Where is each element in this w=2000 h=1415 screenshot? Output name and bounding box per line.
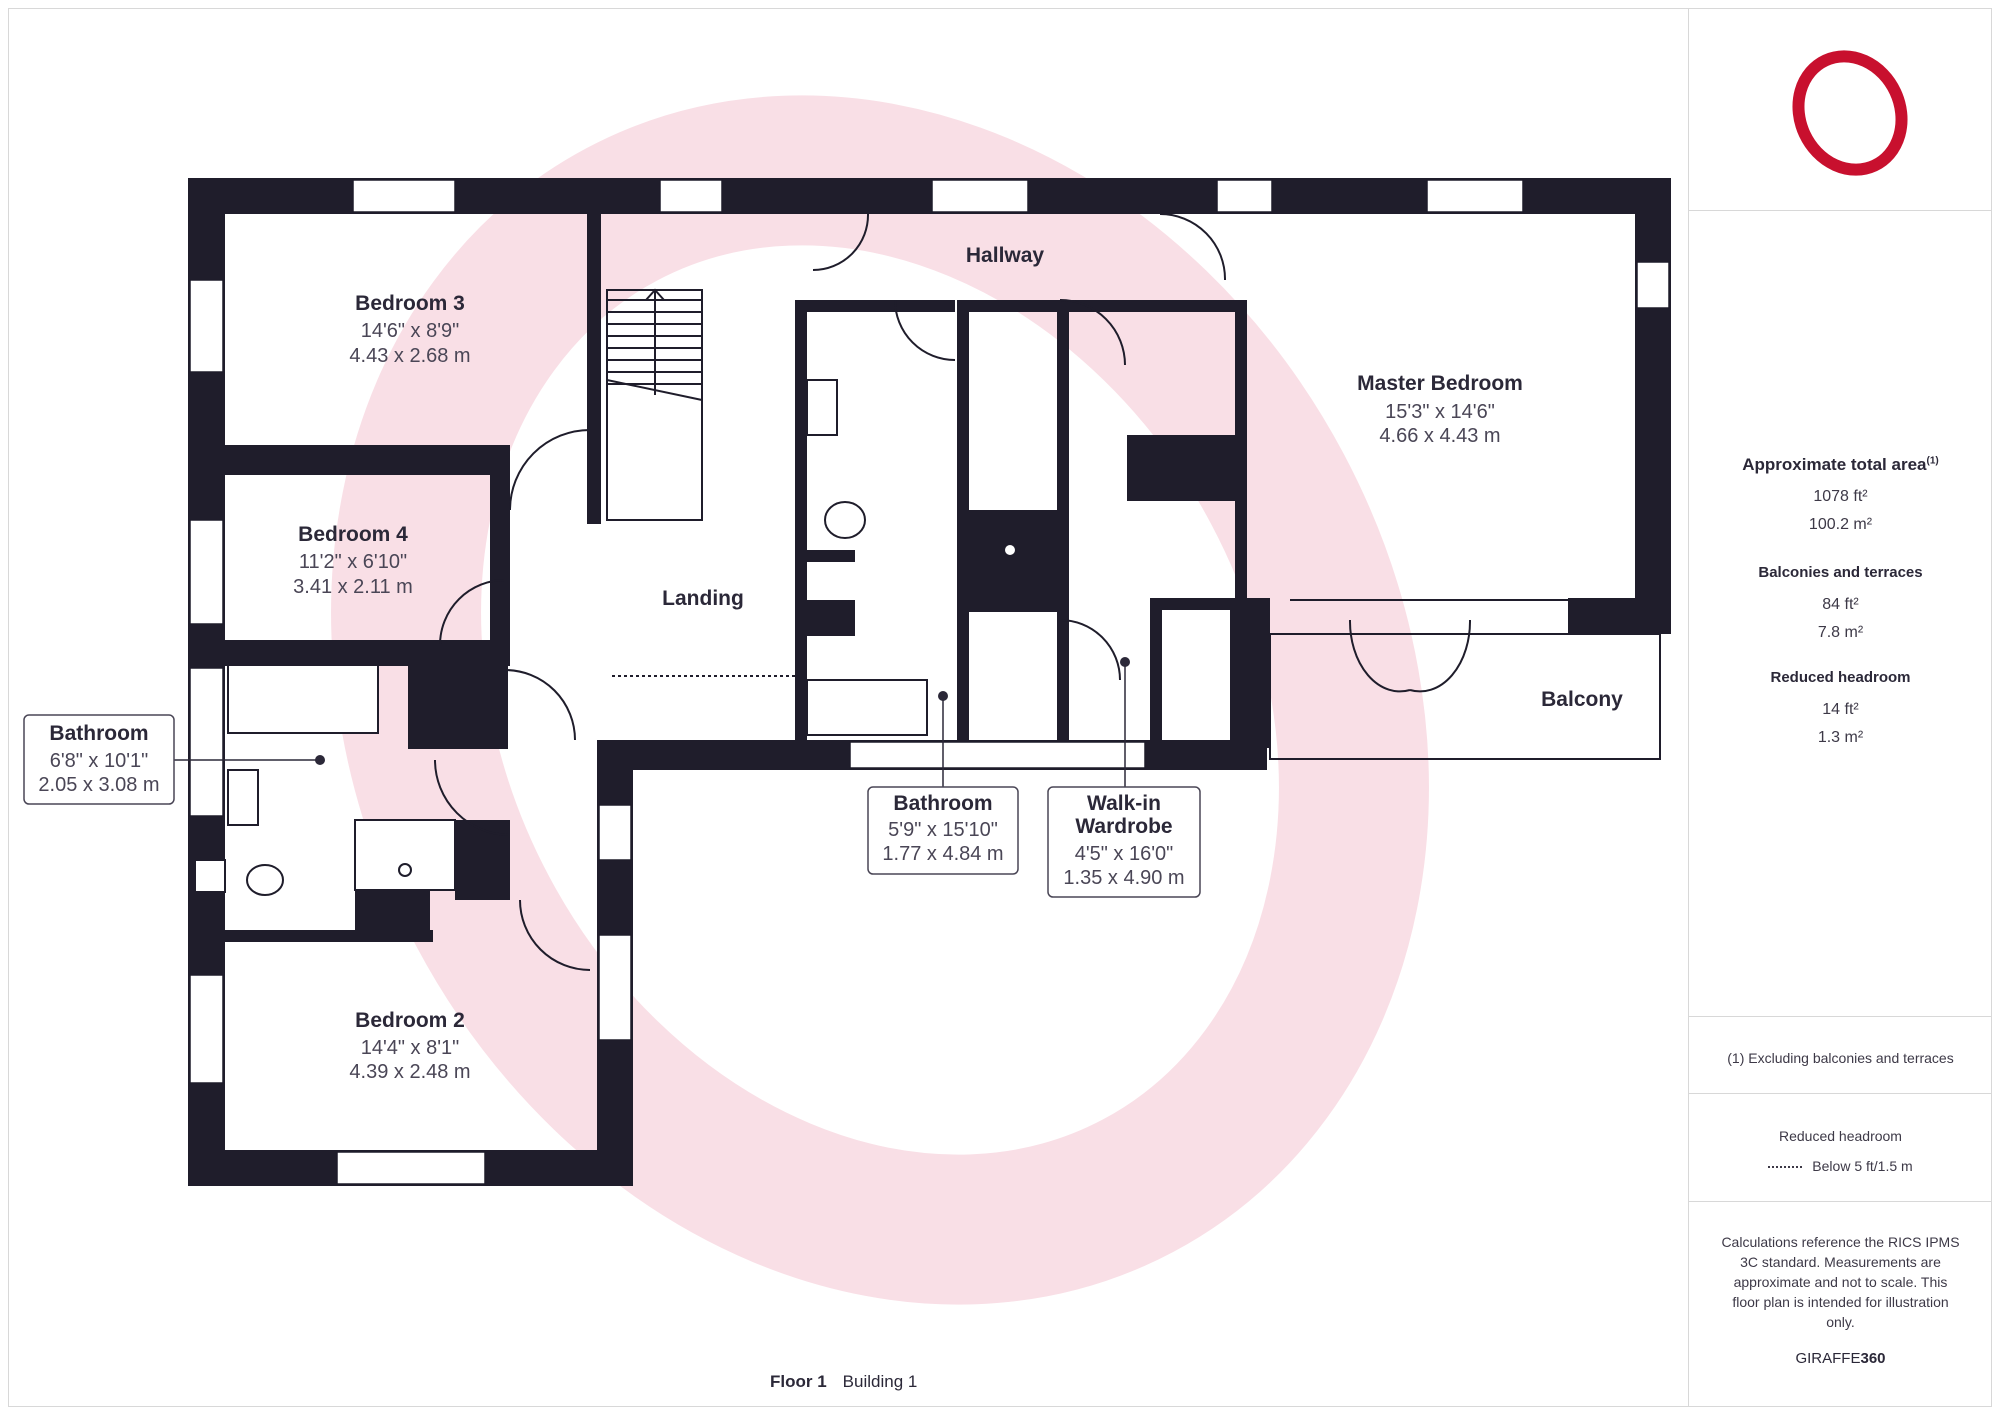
divider [1689,210,1992,211]
svg-text:Bathroom: Bathroom [49,722,148,745]
legend-title: Reduced headroom [1779,1128,1902,1144]
svg-text:Bedroom 4: Bedroom 4 [298,523,408,546]
svg-text:4.66 x 4.43 m: 4.66 x 4.43 m [1379,425,1500,447]
svg-text:1.35 x 4.90 m: 1.35 x 4.90 m [1063,867,1184,889]
brand-logo-icon [1792,50,1908,176]
svg-text:Bedroom 2: Bedroom 2 [355,1009,465,1032]
brand-wordmark: GIRAFFE360 [1795,1350,1886,1367]
svg-text:2.05 x 3.08 m: 2.05 x 3.08 m [38,774,159,796]
balcony-outline [1269,633,1661,760]
building-name: Building 1 [842,1372,918,1391]
room-bedroom-4: Bedroom 4 11'2" x 6'10" 3.41 x 2.11 m [293,523,413,598]
callout-bathroom-left: Bathroom 6'8" x 10'1" 2.05 x 3.08 m [23,714,325,805]
callout-walk-in-wardrobe: Walk-in Wardrobe 4'5" x 16'0" 1.35 x 4.9… [1047,657,1201,898]
svg-text:11'2" x 6'10": 11'2" x 6'10" [299,551,407,573]
room-landing: Landing [662,587,744,610]
svg-text:Master Bedroom: Master Bedroom [1357,372,1523,395]
callout-bathroom-middle: Bathroom 5'9" x 15'10" 1.77 x 4.84 m [867,691,1019,875]
room-bedroom-3: Bedroom 3 14'6" x 8'9" 4.43 x 2.68 m [349,292,470,367]
watermark-ring [331,95,1429,1305]
headroom-m: 1.3 m² [1817,729,1864,746]
balconies-ft: 84 ft² [1822,596,1859,613]
divider [1689,1201,1992,1202]
divider [1689,1093,1992,1094]
interior-walls [188,214,1270,942]
floor-plan: Bedroom 3 14'6" x 8'9" 4.43 x 2.68 m Hal… [23,95,1671,1305]
staircase [606,288,703,521]
room-master-bedroom: Master Bedroom 15'3" x 14'6" 4.66 x 4.43… [1357,372,1523,447]
svg-text:Walk-in: Walk-in [1087,792,1161,815]
divider [1689,1016,1992,1017]
svg-text:Bedroom 3: Bedroom 3 [355,292,465,315]
svg-text:6'8" x 10'1": 6'8" x 10'1" [50,750,149,772]
room-bedroom-2: Bedroom 2 14'4" x 8'1" 4.39 x 2.48 m [349,1009,470,1083]
floor-name: Floor 1 [770,1372,827,1391]
svg-text:1.77 x 4.84 m: 1.77 x 4.84 m [882,843,1003,865]
room-balcony: Balcony [1541,688,1623,711]
windows [189,179,1670,1185]
room-hallway: Hallway [966,244,1045,267]
svg-text:Wardrobe: Wardrobe [1075,815,1172,838]
balconies-m: 7.8 m² [1817,624,1864,641]
doors [434,213,1570,971]
balconies-label: Balconies and terraces [1758,564,1923,581]
svg-text:Bathroom: Bathroom [893,792,992,815]
page-frame [8,8,1992,1407]
fixtures [194,379,1017,896]
total-area-label: Approximate total area(1) [1742,455,1939,474]
svg-text:4.39 x 2.48 m: 4.39 x 2.48 m [349,1061,470,1083]
disclaimer-text: Calculations reference the RICS IPMS 3C … [1721,1234,1960,1330]
floor-label: Floor 1 Building 1 [770,1372,917,1392]
svg-text:4'5" x 16'0": 4'5" x 16'0" [1075,843,1174,865]
svg-text:15'3" x 14'6": 15'3" x 14'6" [1385,401,1495,423]
footnote-text: (1) Excluding balconies and terraces [1727,1050,1954,1066]
svg-text:14'6" x 8'9": 14'6" x 8'9" [361,320,460,342]
headroom-label: Reduced headroom [1770,669,1911,686]
dotted-line-icon [1768,1166,1803,1169]
info-sidebar: Approximate total area(1) 1078 ft² 100.2… [1688,8,1992,1407]
svg-text:4.43 x 2.68 m: 4.43 x 2.68 m [349,345,470,367]
svg-text:14'4" x 8'1": 14'4" x 8'1" [361,1037,460,1059]
svg-text:5'9" x 15'10": 5'9" x 15'10" [888,819,998,841]
total-area-m: 100.2 m² [1808,516,1873,533]
headroom-ft: 14 ft² [1822,701,1859,718]
svg-text:3.41 x 2.11 m: 3.41 x 2.11 m [293,576,413,598]
total-area-ft: 1078 ft² [1813,488,1868,505]
legend-item: Below 5 ft/1.5 m [1689,1156,1992,1176]
